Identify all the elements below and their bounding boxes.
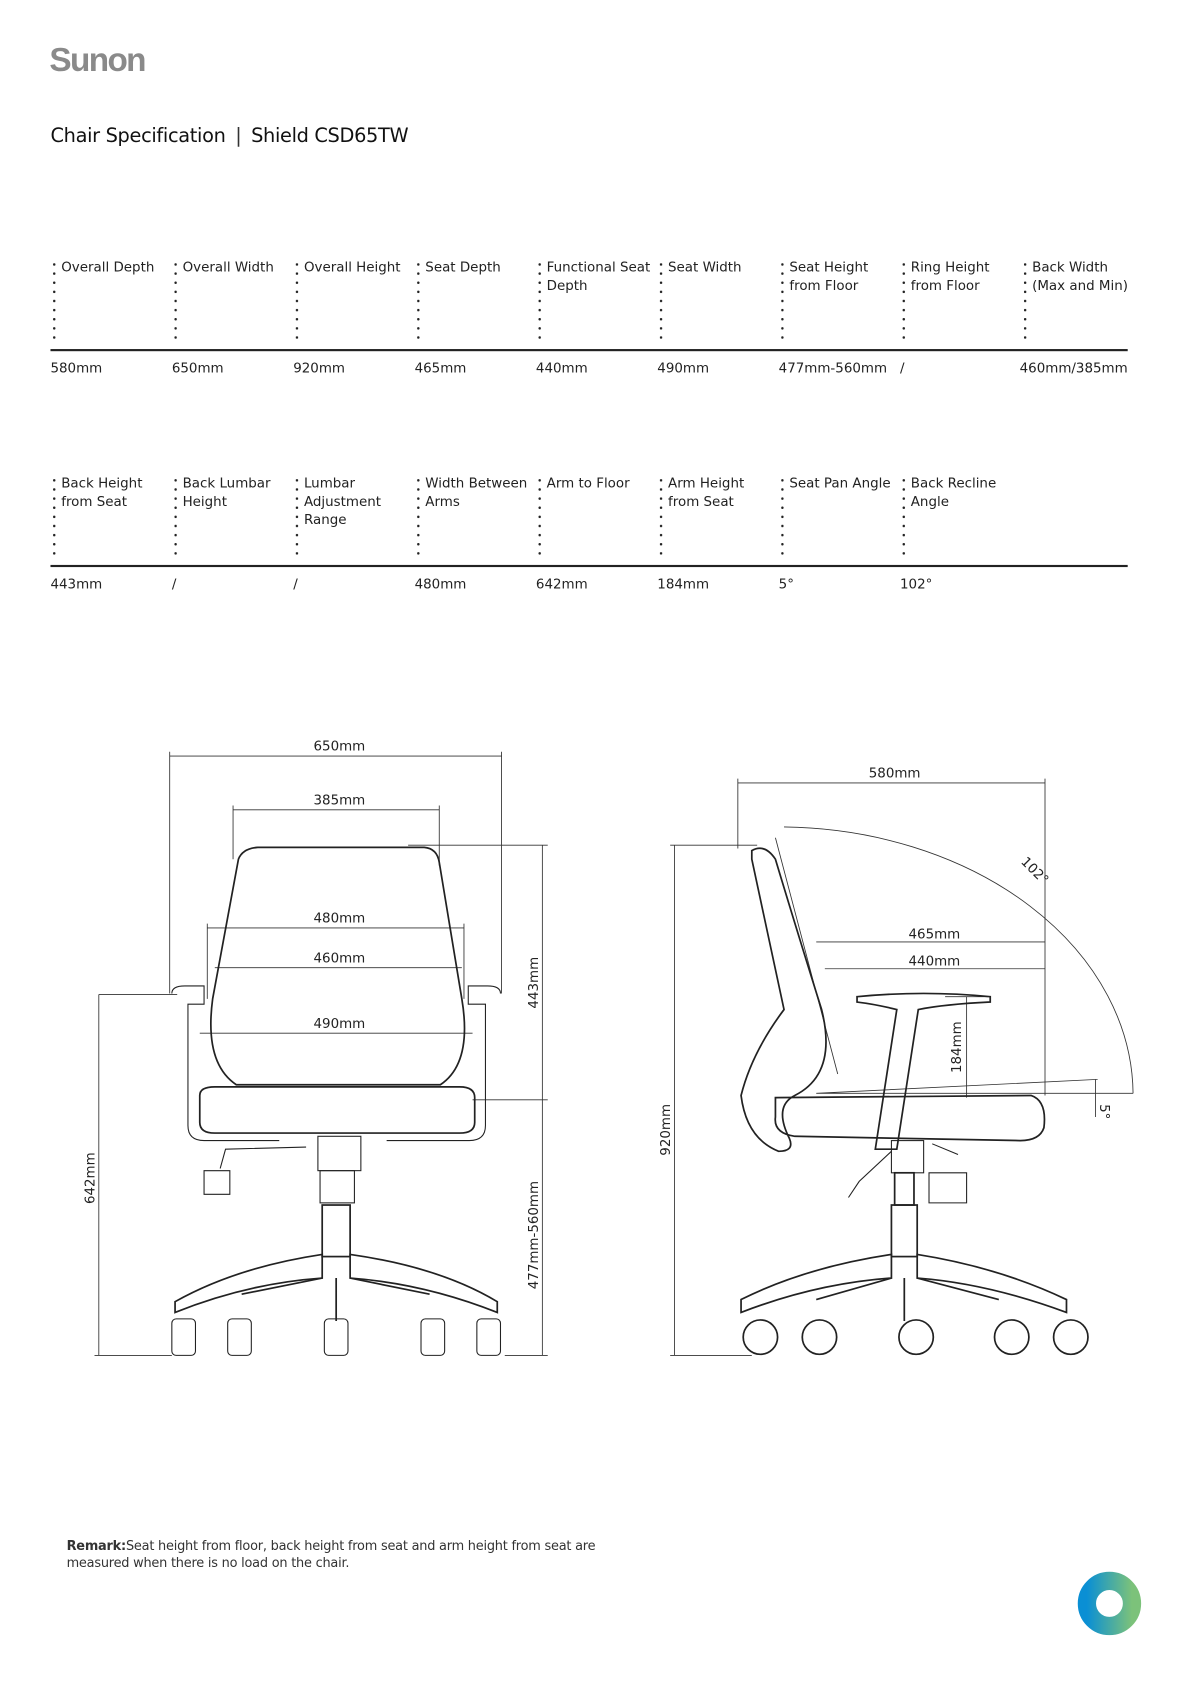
spec-value: 480mm [414, 575, 467, 592]
dim-seat-depth: 465mm [909, 928, 961, 943]
spec-value: 443mm [50, 575, 103, 592]
spec-header: Back Height from Seat [50, 474, 166, 560]
dim-recline-angle: 102° [1017, 855, 1050, 888]
spec-header: Ring Height from Floor [900, 258, 1016, 344]
spec-header: Lumbar Adjustment Range [293, 474, 409, 560]
spec-value: 490mm [657, 359, 710, 376]
side-view-drawing: 580mm 920mm 465mm 440mm 184mm 102° 5° [659, 767, 1134, 1356]
spec-header: Overall Width [172, 258, 288, 344]
dim-back-width-min: 385mm [314, 793, 366, 808]
spec-value: 477mm-560mm [778, 359, 888, 376]
spec-value: 184mm [657, 575, 710, 592]
spec-header: Overall Height [293, 258, 409, 344]
spec-header: Seat Depth [415, 258, 531, 344]
spec-value: 920mm [293, 359, 345, 376]
front-view-drawing: 650mm 385mm 480mm 460mm 490mm 443mm 477m… [84, 740, 548, 1356]
dim-arm-height: 184mm [950, 1021, 965, 1073]
dim-functional-seat-depth: 440mm [909, 955, 961, 970]
sunon-logo: Sunon [49, 40, 146, 79]
sunon-badge-icon [1077, 1571, 1142, 1636]
spec-values: 443mm / / 480mm 642mm 184mm 5° 102° [50, 567, 1127, 599]
spec-header: Overall Depth [50, 258, 166, 344]
spec-value: 650mm [171, 359, 224, 376]
spec-header: Seat Height from Floor [779, 258, 895, 344]
spec-header: Back Recline Angle [900, 474, 1016, 560]
dim-overall-width: 650mm [314, 740, 366, 755]
dim-overall-depth: 580mm [869, 767, 921, 782]
spec-value: 465mm [414, 359, 467, 376]
spec-header: Arm to Floor [536, 474, 652, 560]
remark-note: Remark:Seat height from floor, back heig… [67, 1537, 625, 1571]
spec-value: 580mm [50, 359, 103, 376]
dim-overall-height: 920mm [659, 1104, 674, 1156]
spec-value: / [171, 575, 177, 592]
page-title: Chair Specification | Shield CSD65TW [50, 125, 408, 148]
spec-value: / [293, 575, 298, 592]
dim-back-height: 443mm [527, 957, 542, 1009]
spec-value: 5° [778, 575, 794, 592]
title-separator: | [235, 124, 242, 148]
spec-header: Seat Width [657, 258, 773, 344]
spec-header: Back Width (Max and Min) [1021, 258, 1137, 344]
dim-seat-width: 490mm [314, 1017, 366, 1032]
dim-back-width-max: 460mm [314, 951, 366, 966]
spec-value: 440mm [535, 359, 588, 376]
spec-value: 102° [900, 575, 933, 592]
spec-value: 642mm [535, 575, 588, 592]
dim-seat-pan-angle: 5° [1096, 1104, 1111, 1119]
remark-text: Seat height from floor, back height from… [66, 1537, 596, 1571]
title-text: Chair Specification [50, 124, 226, 148]
dim-width-between-arms: 480mm [314, 912, 366, 927]
spec-header: Arm Height from Seat [657, 474, 773, 560]
model-name: Shield CSD65TW [251, 124, 409, 148]
spec-values: 580mm 650mm 920mm 465mm 440mm 490mm 477mm-560m… [50, 351, 1127, 383]
spec-header: Back Lumbar Height [172, 474, 288, 560]
spec-header: Width Between Arms [415, 474, 531, 560]
dim-arm-to-floor: 642mm [84, 1152, 99, 1204]
spec-header: Seat Pan Angle [779, 474, 895, 560]
spec-value: 460mm/385mm [1019, 359, 1128, 376]
spec-value: / [900, 359, 905, 376]
spec-header: Functional Seat Depth [536, 258, 652, 344]
remark-label: Remark: [66, 1537, 127, 1554]
dim-seat-height: 477mm-560mm [527, 1181, 542, 1289]
